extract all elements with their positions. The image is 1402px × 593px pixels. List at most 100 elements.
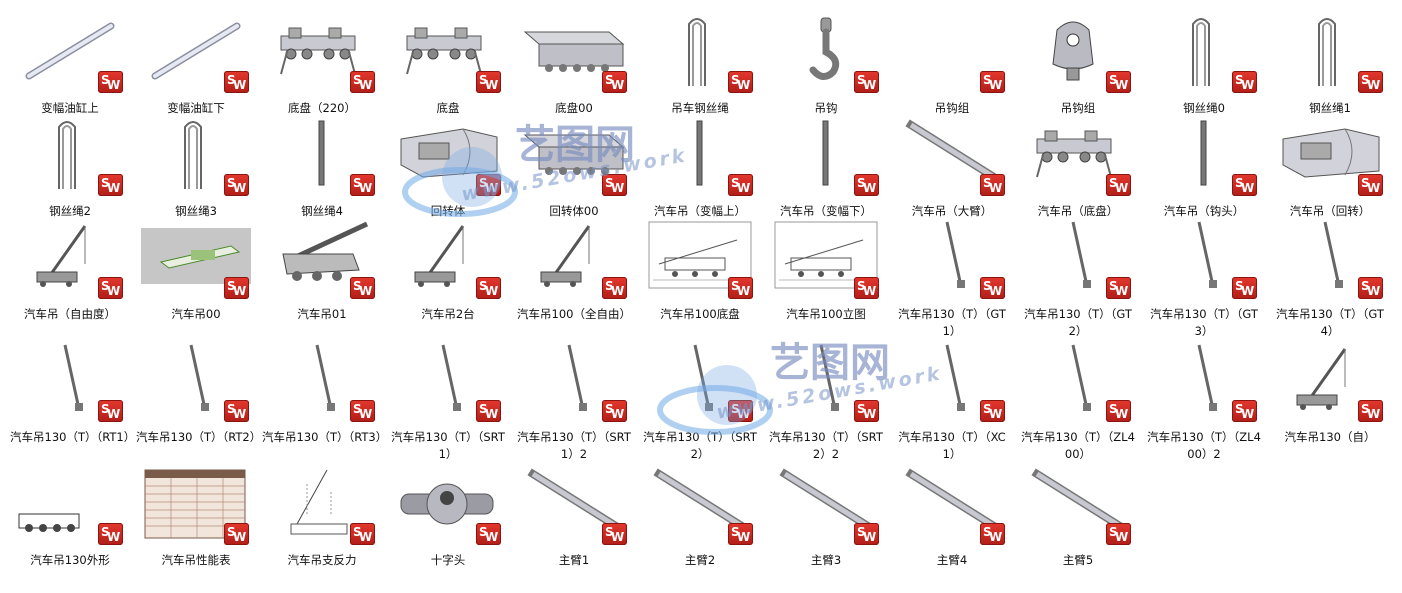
file-name: 汽车吊130（T）（ZL400）2	[1147, 430, 1261, 461]
file-item[interactable]: 汽车吊性能表	[133, 464, 259, 567]
solidworks-icon	[350, 174, 375, 196]
file-item[interactable]: 汽车吊00	[133, 218, 259, 341]
file-item[interactable]: 汽车吊01	[259, 218, 385, 341]
file-item[interactable]: 底盘00	[511, 12, 637, 115]
boom-icon	[1023, 341, 1133, 422]
file-item[interactable]: 汽车吊（变幅下）	[763, 115, 889, 218]
file-item[interactable]: 钢丝绳4	[259, 115, 385, 218]
file-item[interactable]: 汽车吊100底盘	[637, 218, 763, 341]
file-item[interactable]: 吊钩组	[1015, 12, 1141, 115]
chassis-icon	[267, 12, 377, 93]
file-icon-grid: 变幅油缸上变幅油缸下底盘（220）底盘底盘00吊车钢丝绳吊钩吊钩组吊钩组钢丝绳0…	[7, 12, 1393, 567]
file-name: 变幅油缸下	[167, 101, 225, 115]
file-name: 吊钩组	[934, 101, 970, 115]
solidworks-icon	[1358, 71, 1383, 93]
file-item[interactable]: 汽车吊（大臂）	[889, 115, 1015, 218]
file-item[interactable]: 汽车吊2台	[385, 218, 511, 341]
file-item[interactable]: 汽车吊130（T）（SRT2）2	[763, 341, 889, 464]
file-item[interactable]: 吊钩组	[889, 12, 1015, 115]
file-name: 主臂5	[1062, 553, 1094, 567]
crane-icon	[15, 218, 125, 299]
solidworks-icon	[98, 277, 123, 299]
file-item[interactable]: 钢丝绳0	[1141, 12, 1267, 115]
file-item[interactable]: 汽车吊130（自）	[1267, 341, 1393, 464]
file-name: 汽车吊130（T）（GT2）	[1024, 307, 1132, 338]
solidworks-icon	[350, 277, 375, 299]
file-item[interactable]: 回转体00	[511, 115, 637, 218]
file-item[interactable]: 汽车吊130（T）（RT2）	[133, 341, 261, 464]
table-icon	[141, 464, 251, 545]
solidworks-icon	[980, 523, 1005, 545]
solidworks-icon	[224, 523, 249, 545]
file-item[interactable]: 汽车吊（底盘）	[1015, 115, 1141, 218]
file-item[interactable]: 回转体	[385, 115, 511, 218]
file-item[interactable]: 汽车吊130（T）（GT4）	[1267, 218, 1393, 341]
file-name: 汽车吊130（T）（SRT1）	[391, 430, 505, 461]
file-item[interactable]: 汽车吊130（T）（SRT2）	[637, 341, 763, 464]
file-name: 钢丝绳3	[175, 204, 217, 218]
beam-icon	[645, 464, 755, 545]
turntable-icon	[393, 115, 503, 196]
file-item[interactable]: 钢丝绳3	[133, 115, 259, 218]
file-item[interactable]: 变幅油缸下	[133, 12, 259, 115]
file-item[interactable]: 底盘（220）	[259, 12, 385, 115]
file-name: 汽车吊100底盘	[660, 307, 740, 321]
boom-icon	[393, 341, 503, 422]
file-name: 汽车吊（变幅上）	[654, 204, 746, 218]
file-item[interactable]: 主臂4	[889, 464, 1015, 567]
file-item[interactable]: 汽车吊130外形	[7, 464, 133, 567]
file-item[interactable]: 汽车吊130（T）（GT2）	[1015, 218, 1141, 341]
solidworks-icon	[602, 71, 627, 93]
file-item[interactable]: 汽车吊130（T）（SRT1）	[385, 341, 511, 464]
file-item[interactable]: 汽车吊（钩头）	[1141, 115, 1267, 218]
file-item[interactable]: 底盘	[385, 12, 511, 115]
file-item[interactable]: 钢丝绳1	[1267, 12, 1393, 115]
beam-icon	[897, 464, 1007, 545]
file-item[interactable]: 主臂1	[511, 464, 637, 567]
file-item[interactable]: 十字头	[385, 464, 511, 567]
file-item[interactable]: 汽车吊130（T）（GT3）	[1141, 218, 1267, 341]
boom-icon	[1149, 218, 1259, 299]
solidworks-icon	[98, 400, 123, 422]
file-item[interactable]: 汽车吊130（T）（RT1）	[7, 341, 135, 464]
crane-truck-icon	[267, 218, 377, 299]
file-item[interactable]: 吊钩	[763, 12, 889, 115]
rod-icon	[141, 12, 251, 93]
file-name: 汽车吊130（T）（GT4）	[1276, 307, 1384, 338]
file-item[interactable]: 汽车吊130（T）（ZL400）2	[1141, 341, 1267, 464]
solidworks-icon	[602, 277, 627, 299]
file-item[interactable]: 汽车吊（变幅上）	[637, 115, 763, 218]
file-item[interactable]: 主臂5	[1015, 464, 1141, 567]
file-item[interactable]: 主臂2	[637, 464, 763, 567]
crane-icon	[1275, 341, 1385, 422]
solidworks-icon	[1232, 277, 1257, 299]
file-item[interactable]: 钢丝绳2	[7, 115, 133, 218]
file-name: 吊钩	[814, 101, 838, 115]
file-item[interactable]: 变幅油缸上	[7, 12, 133, 115]
file-item[interactable]: 汽车吊（自由度）	[7, 218, 133, 341]
file-item[interactable]: 汽车吊130（T）（ZL400）	[1015, 341, 1141, 464]
file-name: 钢丝绳4	[301, 204, 343, 218]
solidworks-icon	[728, 71, 753, 93]
solidworks-icon	[602, 174, 627, 196]
file-item[interactable]: 主臂3	[763, 464, 889, 567]
file-name: 汽车吊性能表	[161, 553, 231, 567]
file-item[interactable]: 汽车吊支反力	[259, 464, 385, 567]
file-item[interactable]: 汽车吊130（T）（GT1）	[889, 218, 1015, 341]
solidworks-icon	[224, 174, 249, 196]
file-item[interactable]: 汽车吊130（T）（XC1）	[889, 341, 1015, 464]
vertical-rod-icon	[771, 115, 881, 196]
solidworks-icon	[476, 277, 501, 299]
rod-icon	[15, 12, 125, 93]
file-item[interactable]: 汽车吊100（全自由）	[511, 218, 637, 341]
file-name: 主臂4	[936, 553, 968, 567]
file-name: 主臂2	[684, 553, 716, 567]
crane-icon	[519, 218, 629, 299]
file-item[interactable]: 汽车吊130（T）（RT3）	[259, 341, 387, 464]
file-item[interactable]: 吊车钢丝绳	[637, 12, 763, 115]
file-name: 汽车吊（大臂）	[911, 204, 993, 218]
file-item[interactable]: 汽车吊（回转）	[1267, 115, 1393, 218]
file-item[interactable]: 汽车吊100立图	[763, 218, 889, 341]
file-item[interactable]: 汽车吊130（T）（SRT1）2	[511, 341, 637, 464]
solidworks-icon	[1106, 174, 1131, 196]
